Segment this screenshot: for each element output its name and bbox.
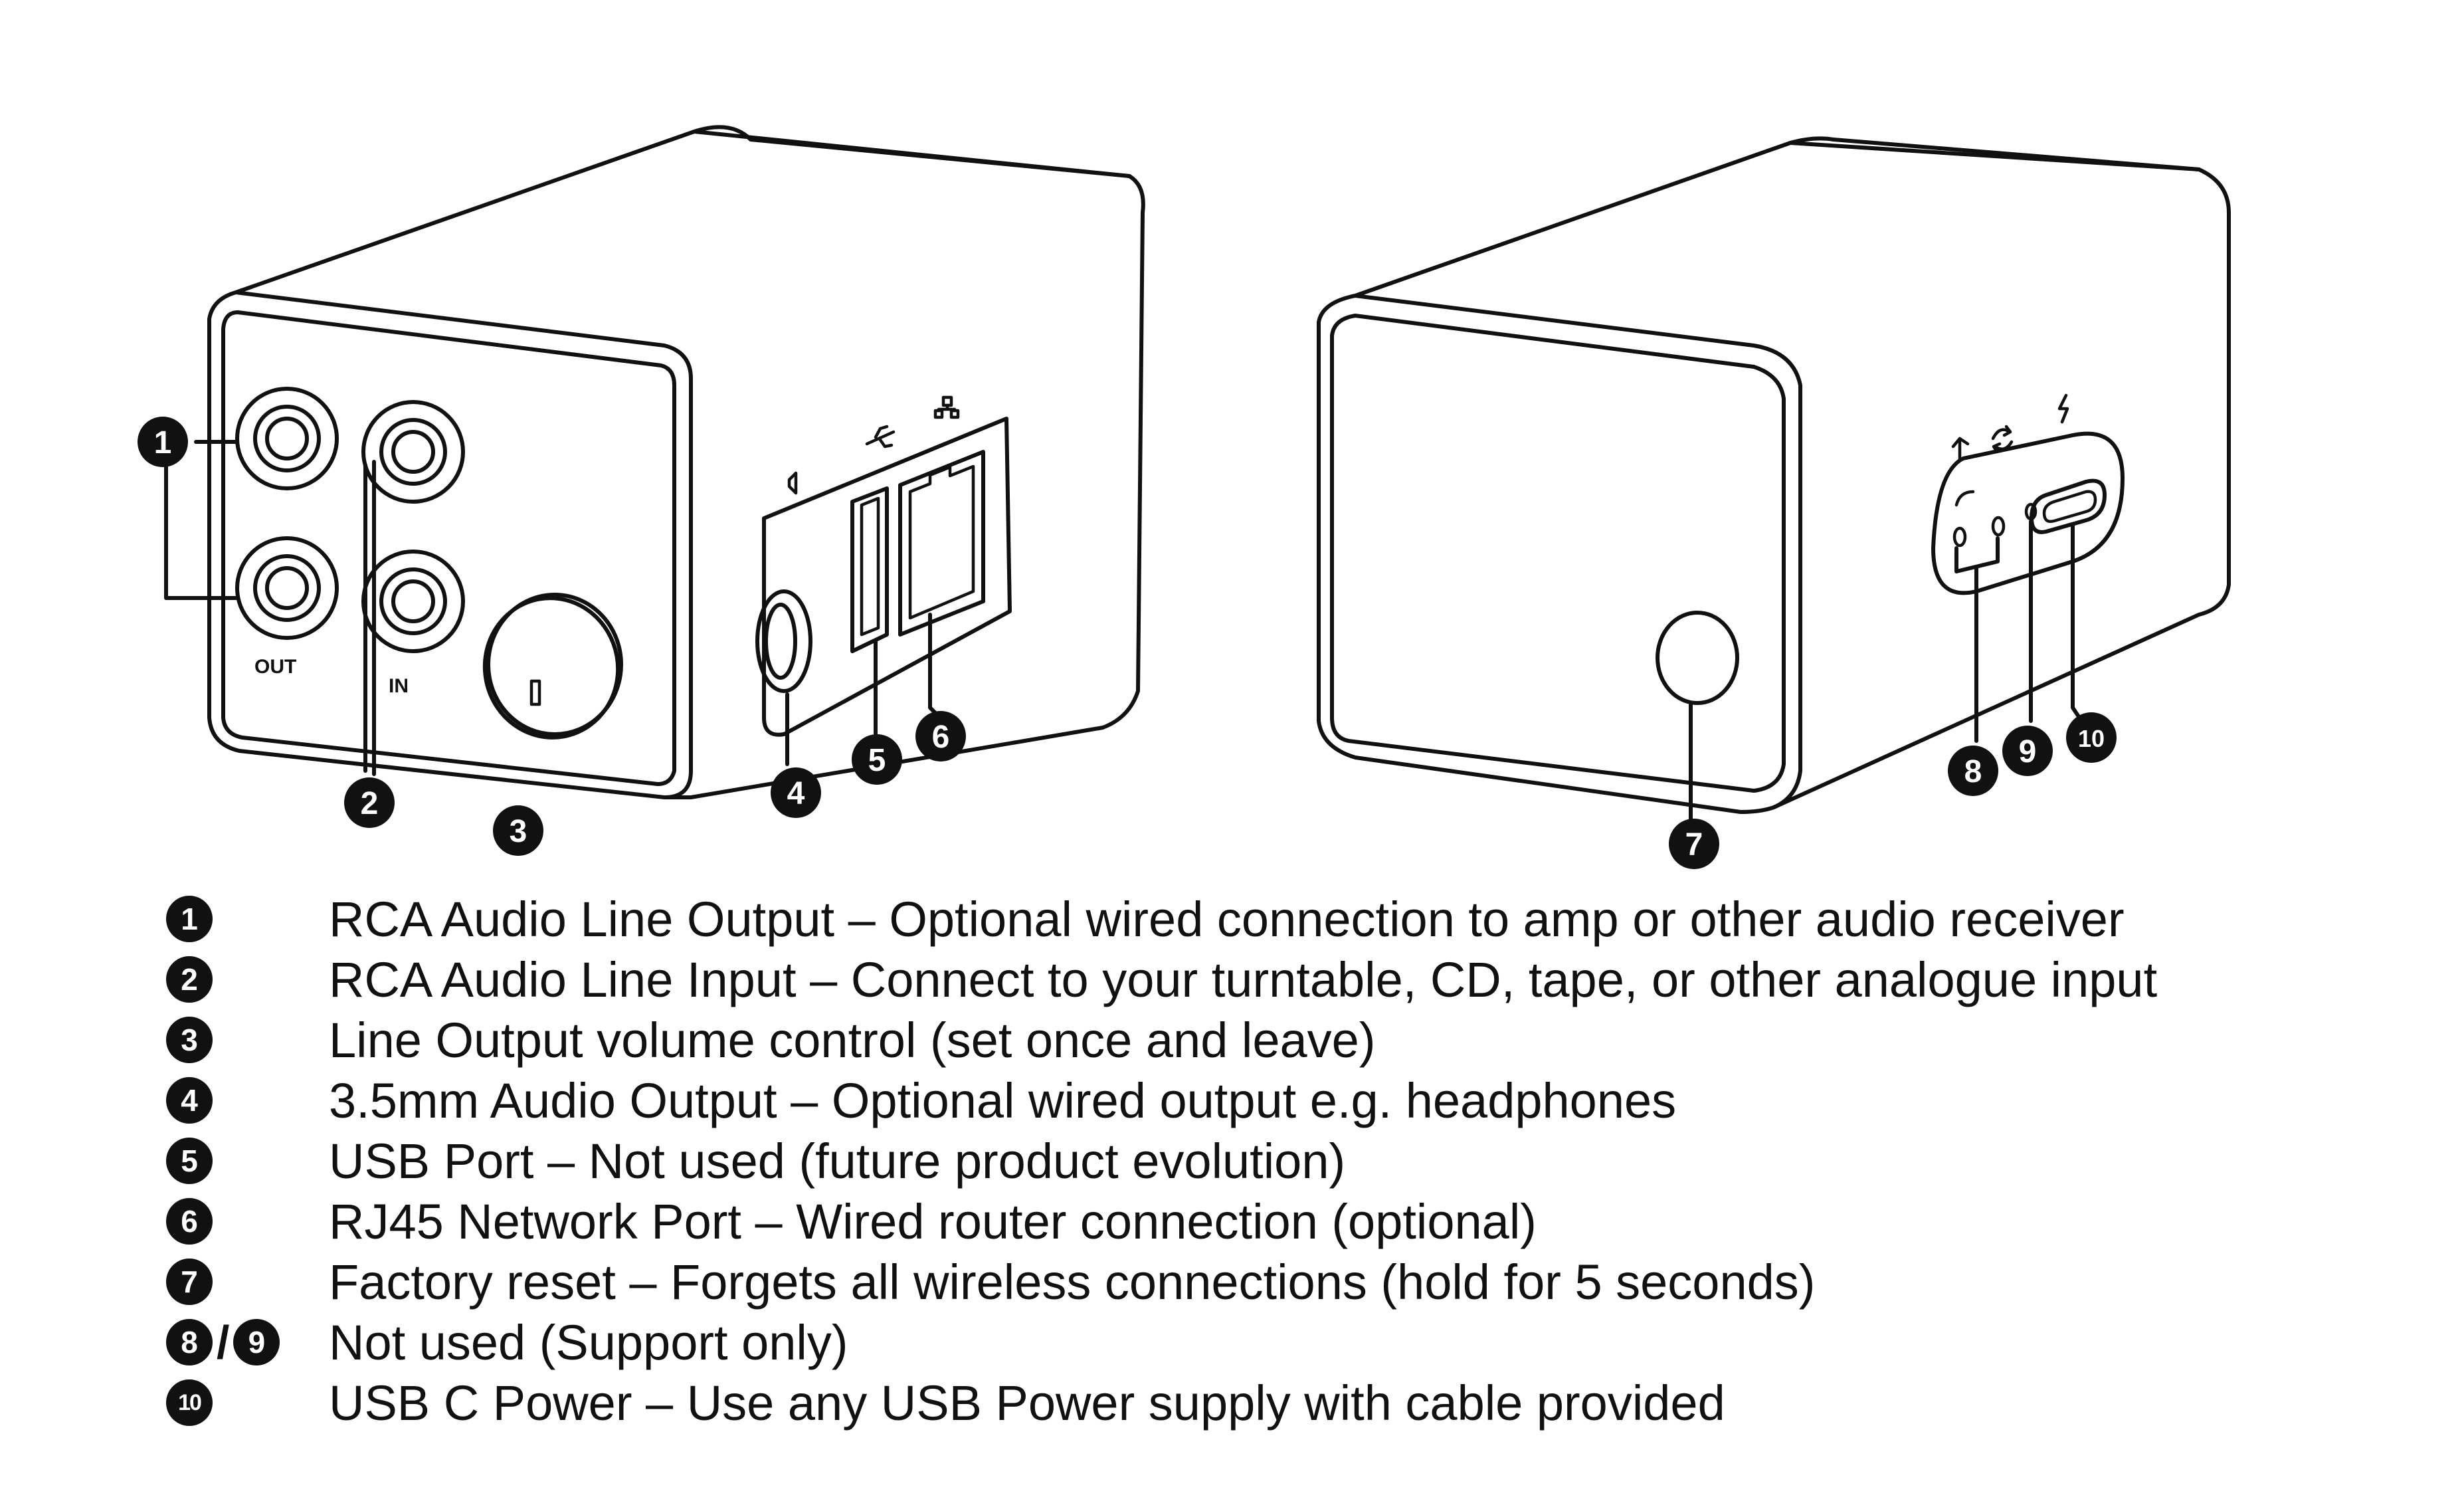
usb-icon: [865, 425, 896, 449]
callout-badge-1: 1: [138, 417, 188, 467]
svg-text:4: 4: [787, 776, 805, 811]
lightning-icon: [2057, 393, 2069, 424]
legend-text: Line Output volume control (set once and…: [329, 1013, 1376, 1068]
arrow-up-icon: [1951, 437, 1970, 460]
svg-text:7: 7: [1685, 827, 1703, 862]
svg-text:3: 3: [510, 814, 527, 849]
legend-badge: 1: [166, 896, 213, 942]
callout-badge-4: 4: [771, 767, 821, 818]
callout-badge-7: 7: [1669, 819, 1719, 869]
legend-badge: 5: [166, 1138, 213, 1184]
legend-item-1: 1 RCA Audio Line Output – Optional wired…: [0, 890, 2464, 952]
legend-badge: 3: [166, 1017, 213, 1063]
legend-text: Not used (Support only): [329, 1315, 848, 1370]
legend-text: RCA Audio Line Input – Connect to your t…: [329, 952, 2158, 1007]
callout-badge-2: 2: [344, 777, 395, 828]
callout-badge-3: 3: [493, 805, 543, 856]
product-diagram: OUT IN: [138, 125, 2231, 869]
svg-text:8: 8: [1964, 754, 1982, 789]
legend-badge: 10: [166, 1379, 213, 1426]
sync-icon: [1991, 425, 2014, 454]
legend-text: RJ45 Network Port – Wired router connect…: [329, 1194, 1537, 1249]
legend-slash: /: [217, 1316, 230, 1368]
callout-badge-9: 9: [2002, 726, 2053, 776]
legend: 1 RCA Audio Line Output – Optional wired…: [0, 890, 2464, 1511]
svg-text:9: 9: [2019, 734, 2037, 769]
legend-badge: 7: [166, 1259, 213, 1305]
svg-text:5: 5: [868, 743, 886, 778]
rca-in-jacks: [361, 400, 465, 653]
legend-item-3: 3 Line Output volume control (set once a…: [0, 1011, 2464, 1072]
device-right: [1317, 136, 2231, 823]
svg-text:6: 6: [932, 720, 950, 755]
legend-text: RCA Audio Line Output – Optional wired c…: [329, 892, 2125, 947]
legend-badge: 2: [166, 956, 213, 1003]
legend-item-7: 7 Factory reset – Forgets all wireless c…: [0, 1253, 2464, 1314]
svg-text:2: 2: [361, 786, 379, 821]
legend-item-4: 4 3.5mm Audio Output – Optional wired ou…: [0, 1072, 2464, 1133]
usb-c-port: [2030, 478, 2107, 534]
legend-badge: 4: [166, 1077, 213, 1124]
speaker-icon: [787, 471, 798, 495]
legend-item-5: 5 USB Port – Not used (future product ev…: [0, 1132, 2464, 1193]
callout-badge-6: 6: [915, 711, 966, 761]
legend-badge: 8: [166, 1319, 213, 1365]
svg-text:1: 1: [154, 425, 172, 460]
svg-text:10: 10: [2078, 725, 2105, 752]
callout-badge-8: 8: [1948, 746, 1998, 796]
legend-badge: 6: [166, 1198, 213, 1245]
rj45-port: [898, 450, 985, 637]
label-in: IN: [389, 675, 409, 697]
legend-badge: 9: [233, 1319, 280, 1365]
legend-text: USB C Power – Use any USB Power supply w…: [329, 1375, 1725, 1431]
rca-out-jacks: [235, 387, 339, 640]
label-out: OUT: [254, 656, 296, 678]
legend-item-10: 10 USB C Power – Use any USB Power suppl…: [0, 1374, 2464, 1435]
device-left: OUT IN: [164, 125, 1145, 799]
legend-item-8-9: 8 / 9 Not used (Support only): [0, 1314, 2464, 1375]
headphone-jack: [755, 589, 812, 693]
legend-text: USB Port – Not used (future product evol…: [329, 1134, 1346, 1189]
callout-badge-10: 10: [2066, 712, 2117, 763]
factory-reset-button: [1656, 611, 1739, 705]
callout-badge-5: 5: [852, 734, 902, 785]
network-icon: [933, 395, 960, 419]
legend-text: 3.5mm Audio Output – Optional wired outp…: [329, 1073, 1677, 1128]
volume-knob: [482, 593, 623, 740]
legend-text: Factory reset – Forgets all wireless con…: [329, 1255, 1816, 1310]
usb-port: [850, 486, 889, 653]
legend-item-2: 2 RCA Audio Line Input – Connect to your…: [0, 951, 2464, 1012]
legend-item-6: 6 RJ45 Network Port – Wired router conne…: [0, 1193, 2464, 1254]
